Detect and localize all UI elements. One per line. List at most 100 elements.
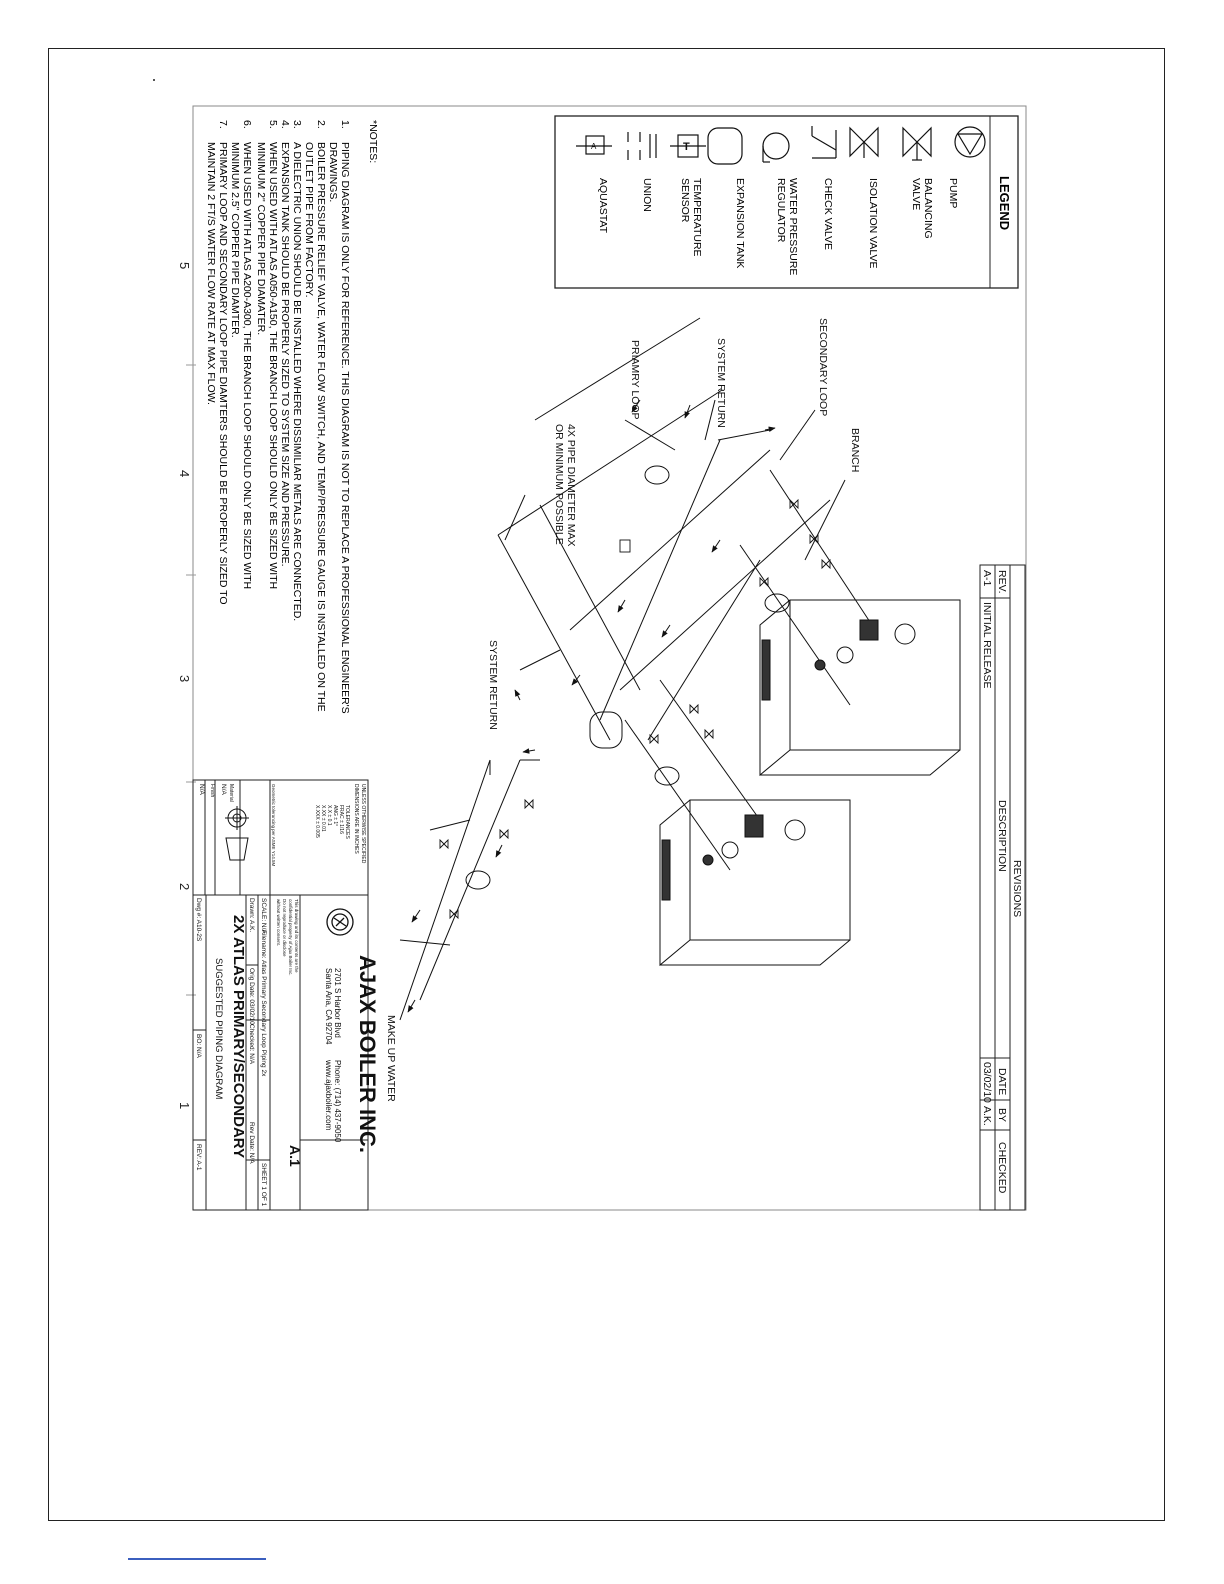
expansion-tank-icon	[707, 127, 743, 165]
label-system-return-mid: SYSTEM RETURN	[487, 640, 499, 730]
svg-text:T: T	[683, 141, 690, 153]
legend-label-balancing: BALANCING	[922, 178, 934, 239]
note-2-num: 2.	[315, 120, 327, 129]
pump-icon	[954, 126, 986, 158]
diagram-valves	[439, 498, 831, 920]
check-valve-icon	[811, 126, 837, 159]
zone-marker-3: 3	[177, 675, 192, 682]
legend-label-check: CHECK VALVE	[822, 178, 834, 250]
legend-label-pump: PUMP	[947, 178, 959, 208]
rev-row-description: INITIAL RELEASE	[981, 602, 993, 689]
note-2-line-1: BOILER PRESSURE RELIEF VALVE, WATER FLOW…	[315, 142, 327, 712]
company-logo-icon	[326, 908, 354, 936]
note-6-line-2: MINIMUM 2.5" COPPER PIPE DIAMTER.	[229, 142, 241, 338]
page-frame	[48, 48, 1165, 1521]
company-name: AJAX BOILER INC.	[355, 955, 380, 1153]
page-underline	[128, 1558, 266, 1560]
page-speck	[153, 79, 155, 81]
label-primary-loop: PRIAMRY LOOP	[629, 340, 641, 420]
finish-label: Finish	[209, 784, 215, 798]
note-5-line-2: MINIMUM 2" COPPER PIPE DIAMATER.	[255, 142, 267, 335]
balancing-valve-icon	[902, 126, 932, 161]
company-city: Santa Ana, CA 92704	[324, 968, 333, 1045]
note-3-line-1: A DIELECTRIC UNION SHOULD BE INSTALLED W…	[291, 142, 303, 621]
rev-header-by: BY	[996, 1108, 1008, 1122]
union-icon	[627, 132, 657, 160]
sheet-number: SHEET 1 OF 1	[260, 1163, 267, 1207]
diagram-pumps	[465, 465, 790, 890]
legend-label-expansion: EXPANSION TANK	[734, 178, 746, 268]
tol-line-5: X.XXX ± 0.005	[314, 805, 320, 838]
rev-header-checked: CHECKED	[996, 1142, 1008, 1194]
label-system-return-top: SYSTEM RETURN	[715, 338, 727, 428]
drawn-by: Drawn: A.K.	[248, 898, 255, 933]
confidential-line-1: This drawing and its contents are the	[294, 899, 299, 973]
note-5-line-1: WHEN USED WITH ATLAS A050-A150, THE BRAN…	[267, 142, 279, 589]
isolation-valve-icon	[849, 126, 879, 158]
bo-number: BO: N/A	[195, 1034, 202, 1059]
note-1-line-1: PIPING DIAGRAM IS ONLY FOR REFERENCE. TH…	[339, 142, 351, 714]
drawing-title-1: 2X ATLAS PRIMARY/SECONDARY	[230, 915, 247, 1158]
checked-by: Checked: N/A	[248, 1024, 255, 1065]
rev-date: Rev Date: N/A	[248, 1122, 255, 1164]
legend-label-balancing-2: VALVE	[910, 178, 922, 210]
tol-line-2: ANG ± 1°	[332, 805, 338, 826]
note-4-line-1: EXPANSION TANK SHOULD BE PROPERLY SIZED …	[279, 142, 291, 567]
revisions-text: REVISIONS REV. DESCRIPTION DATE BY CHECK…	[981, 570, 1023, 1194]
rev-row-rev: A-1	[981, 570, 993, 587]
diagram-expansion-tank	[589, 711, 623, 749]
label-make-up-water: MAKE UP WATER	[385, 1015, 397, 1102]
orig-date: Orig Date: 03/02/10	[248, 968, 255, 1025]
note-7-line-2: MAINTAIN 2 FT/S WATER FLOW RATE AT MAX F…	[205, 142, 217, 405]
rev-header-rev: REV.	[996, 570, 1008, 594]
rev-header-description: DESCRIPTION	[996, 800, 1008, 872]
boiler-1	[759, 599, 961, 777]
tol-line-4: X.XX ± 0.01	[320, 805, 326, 832]
note-7-line-1: PRIMARY LOOP AND SECONDARY LOOP PIPE DIA…	[217, 142, 229, 605]
rev-row-date: 03/02/10	[981, 1062, 993, 1103]
note-3-num: 3.	[291, 120, 303, 129]
label-pipe-note-1: 4X PIPE DIAMETER MAX	[565, 424, 577, 547]
finish-value: N/A	[198, 784, 205, 796]
confidential-line-4: without written consent.	[276, 899, 281, 946]
piping-lines	[399, 317, 871, 1021]
note-6-line-1: WHEN USED WITH ATLAS A200-A300, THE BRAN…	[241, 142, 253, 589]
boiler-2	[659, 799, 851, 967]
rev-number: REV: A-1	[195, 1144, 202, 1171]
label-branch: BRANCH	[849, 428, 861, 472]
rev-row-by: A.K.	[981, 1106, 993, 1126]
title-block-grid	[192, 779, 369, 1211]
dwg-number: Dwg #: A10-2S	[195, 898, 202, 942]
svg-text:A: A	[591, 142, 597, 151]
tol-title: TOLERANCES	[344, 805, 350, 839]
legend-label-temp: TEMPERATURE	[691, 178, 703, 257]
zone-marker-2: 2	[177, 883, 192, 890]
revisions-title: REVISIONS	[1011, 860, 1023, 917]
legend-label-regulator: WATER PRESSURE	[787, 178, 799, 275]
tol-line-1: FRAC ± 1/16	[338, 805, 344, 834]
note-6-num: 6.	[241, 120, 253, 129]
note-7-num: 7.	[217, 120, 229, 129]
filename: Filename: Atlas Primary Secondary Loop P…	[260, 930, 267, 1077]
material-label: Material	[228, 784, 234, 802]
label-pipe-note-2: OR MINIMUM POSSIBLE	[553, 424, 565, 545]
title-block-text: AJAX BOILER INC. 2701 S Harbor Blvd Sant…	[195, 784, 380, 1207]
flow-arrows	[407, 399, 776, 1013]
legend-label-regulator-2: REGULATOR	[775, 178, 787, 243]
zone-marker-1: 1	[177, 1102, 192, 1109]
confidential-line-2: confidential property of Ajax Boiler Inc…	[288, 899, 293, 976]
legend: LEGEND PUMP BALANCING VALVE ISOLATION VA…	[554, 115, 1019, 289]
drawing-title-2: SUGGESTED PIPING DIAGRAM	[213, 958, 224, 1100]
rev-header-date: DATE	[996, 1068, 1008, 1095]
tol-line-3: X.X ± 0.1	[326, 805, 332, 826]
drawing-border	[192, 105, 1027, 1211]
note-4-num: 4.	[279, 120, 291, 129]
company-phone: Phone: (714) 437-9050	[333, 1060, 342, 1143]
rev-letter: A.1	[287, 1145, 303, 1167]
gdt-note: Geometric tolerancing per ASME Y14.5M	[271, 784, 276, 866]
notes-title: *NOTES:	[367, 120, 379, 163]
confidential-line-3: Do not reproduce or disclose	[282, 899, 287, 957]
label-secondary-loop: SECONDARY LOOP	[817, 318, 829, 416]
scale: SCALE: N/A	[260, 898, 267, 934]
company-address: 2701 S Harbor Blvd	[333, 968, 342, 1038]
